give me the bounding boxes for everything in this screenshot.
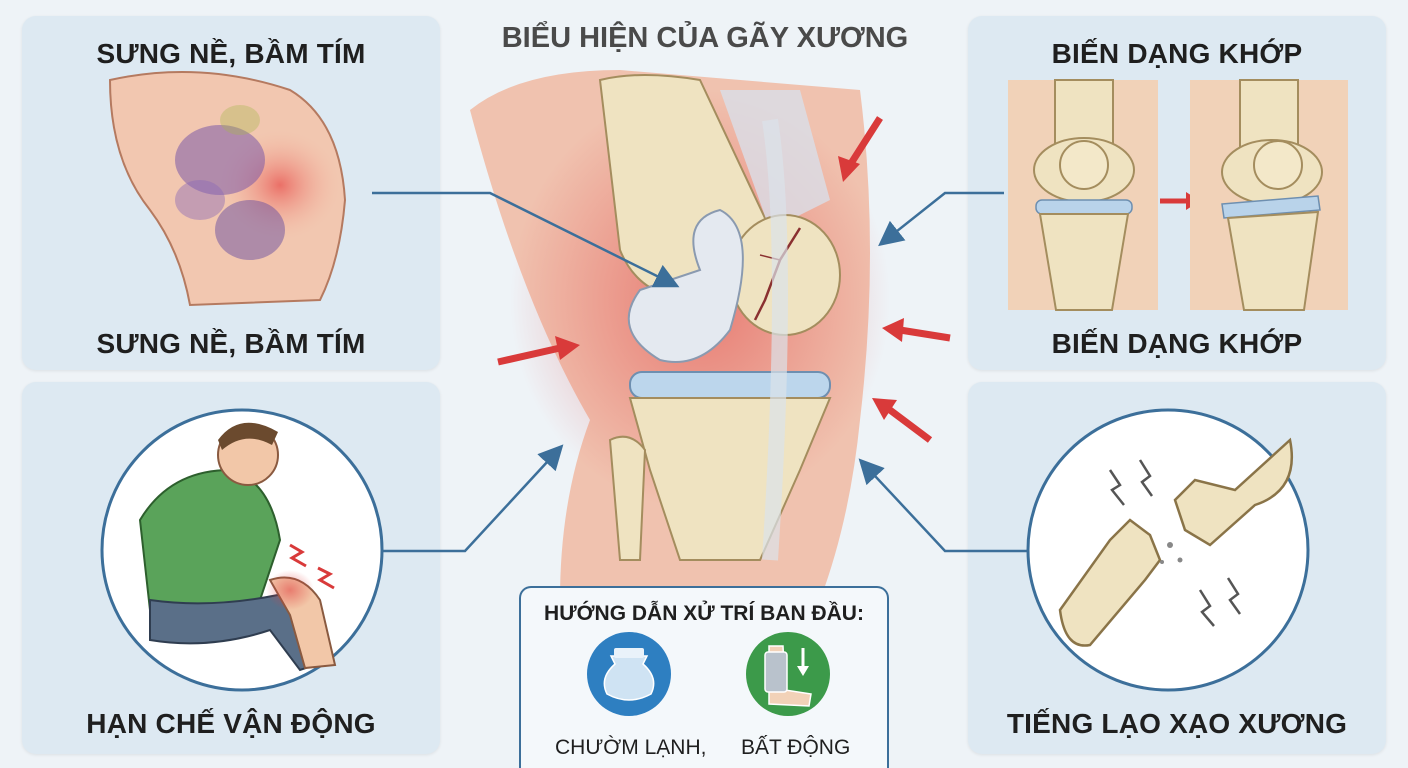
- broken-bone-illustration: [1058, 437, 1294, 647]
- guide-title: HƯỚNG DẪN XỬ TRÍ BAN ĐẦU:: [544, 602, 864, 625]
- main-title: BIỂU HIỆN CỦA GÃY XƯƠNG: [501, 22, 909, 54]
- splint-icon: [746, 632, 830, 716]
- pain-bolt-icon: [317, 566, 335, 590]
- bone-circle: [1026, 408, 1310, 692]
- panel-title: HẠN CHẾ VẬN ĐỘNG: [86, 708, 376, 739]
- panel-title-top: SƯNG NỀ, BẦM TÍM: [96, 38, 366, 69]
- red-arrow-icon: [872, 398, 933, 443]
- red-arrow-icon: [497, 336, 580, 366]
- panel-title: TIẾNG LẠO XẠO XƯƠNG: [1006, 708, 1348, 739]
- connector-lines: [372, 191, 1029, 553]
- panel-title-top: BIẾN DẠNG KHỚP: [1051, 38, 1303, 69]
- panel-title-bottom: BIẾN DẠNG KHỚP: [1051, 328, 1303, 359]
- bruised-knee-illustration: [108, 71, 347, 307]
- immobilize-label: BẤT ĐỘNG: [741, 736, 851, 759]
- ice-pack-icon: [587, 632, 671, 716]
- red-arrow-icon: [838, 116, 883, 182]
- panel-title-bottom: SƯNG NỀ, BẦM TÍM: [96, 328, 366, 359]
- first-aid-guide: HƯỚNG DẪN XỬ TRÍ BAN ĐẦU: CHƯỜM LẠNH, BẤ…: [519, 586, 889, 768]
- red-arrow-icon: [882, 318, 951, 342]
- knee-joint-deformed-illustration: [1190, 79, 1348, 311]
- pain-bolt-icon: [289, 543, 307, 568]
- man-in-pain-illustration: [138, 422, 337, 672]
- crack-sound-icon: [1108, 469, 1125, 506]
- guide-icons: [587, 632, 830, 716]
- cold-compress-label: CHƯỜM LẠNH,: [555, 736, 707, 759]
- knee-joint-before-illustration: [1008, 79, 1158, 311]
- knee-anatomy-illustration: [470, 70, 890, 600]
- pressure-arrows: [497, 116, 951, 443]
